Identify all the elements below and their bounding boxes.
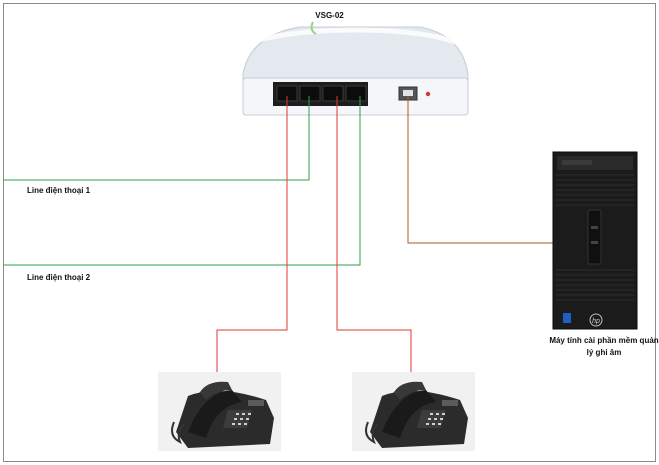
phone-line-2 [4,96,361,266]
recorder-device-icon [242,21,469,116]
extension-cable-1 [216,96,288,373]
computer-label: Máy tính cài phần mềm quản lý ghi âm [549,336,659,357]
phone-line-2-label: Line điện thoại 2 [27,273,91,282]
usb-cable [407,96,578,244]
phone-line-1-label: Line điện thoại 1 [27,186,91,195]
desk-phone-icon [352,372,475,451]
device-title: VSG-02 [315,11,344,20]
svg-text:hp: hp [592,318,600,325]
extension-cable-2 [336,96,412,373]
desktop-tower-icon [552,151,638,330]
hp-logo-icon: hp [589,313,603,327]
desk-phone-icon [158,372,281,451]
phone-line-1 [4,96,310,181]
